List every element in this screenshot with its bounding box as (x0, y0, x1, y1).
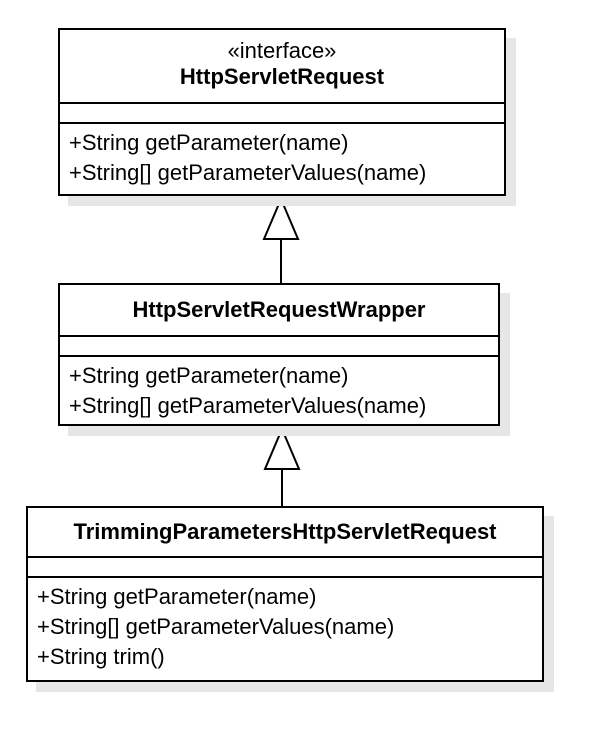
class-name-compartment: «interface» HttpServletRequest (60, 30, 504, 104)
operation: +String[] getParameterValues(name) (69, 393, 427, 418)
operation: +String getParameter(name) (69, 363, 349, 388)
class-name: TrimmingParametersHttpServletRequest (73, 519, 497, 544)
attributes-compartment (28, 558, 542, 578)
operation: +String getParameter(name) (37, 584, 317, 609)
operation: +String getParameter(name) (69, 130, 349, 155)
class-name: HttpServletRequest (179, 64, 385, 89)
operations-compartment: +String getParameter(name) +String[] get… (28, 578, 542, 672)
hollow-triangle-arrowhead-icon (262, 196, 300, 240)
class-name-compartment: HttpServletRequestWrapper (60, 285, 498, 337)
stereotype-label: «interface» (227, 38, 337, 63)
operations-compartment: +String getParameter(name) +String[] get… (60, 357, 498, 421)
operation: +String[] getParameterValues(name) (37, 614, 395, 639)
operation: +String trim() (37, 644, 165, 669)
class-box-httpservletrequestwrapper[interactable]: HttpServletRequestWrapper +String getPar… (58, 283, 500, 426)
class-name-compartment: TrimmingParametersHttpServletRequest (28, 508, 542, 558)
class-name: HttpServletRequestWrapper (132, 297, 426, 322)
class-box-httpservletrequest[interactable]: «interface» HttpServletRequest +String g… (58, 28, 506, 196)
operation: +String[] getParameterValues(name) (69, 160, 427, 185)
attributes-compartment (60, 104, 504, 124)
arrow-wrapper-to-request (262, 196, 300, 283)
operations-compartment: +String getParameter(name) +String[] get… (60, 124, 504, 188)
class-box-trimmingparametershttpservletrequest[interactable]: TrimmingParametersHttpServletRequest +St… (26, 506, 544, 682)
arrow-trimming-to-wrapper (263, 426, 301, 506)
attributes-compartment (60, 337, 498, 357)
hollow-triangle-arrowhead-icon (263, 426, 301, 470)
